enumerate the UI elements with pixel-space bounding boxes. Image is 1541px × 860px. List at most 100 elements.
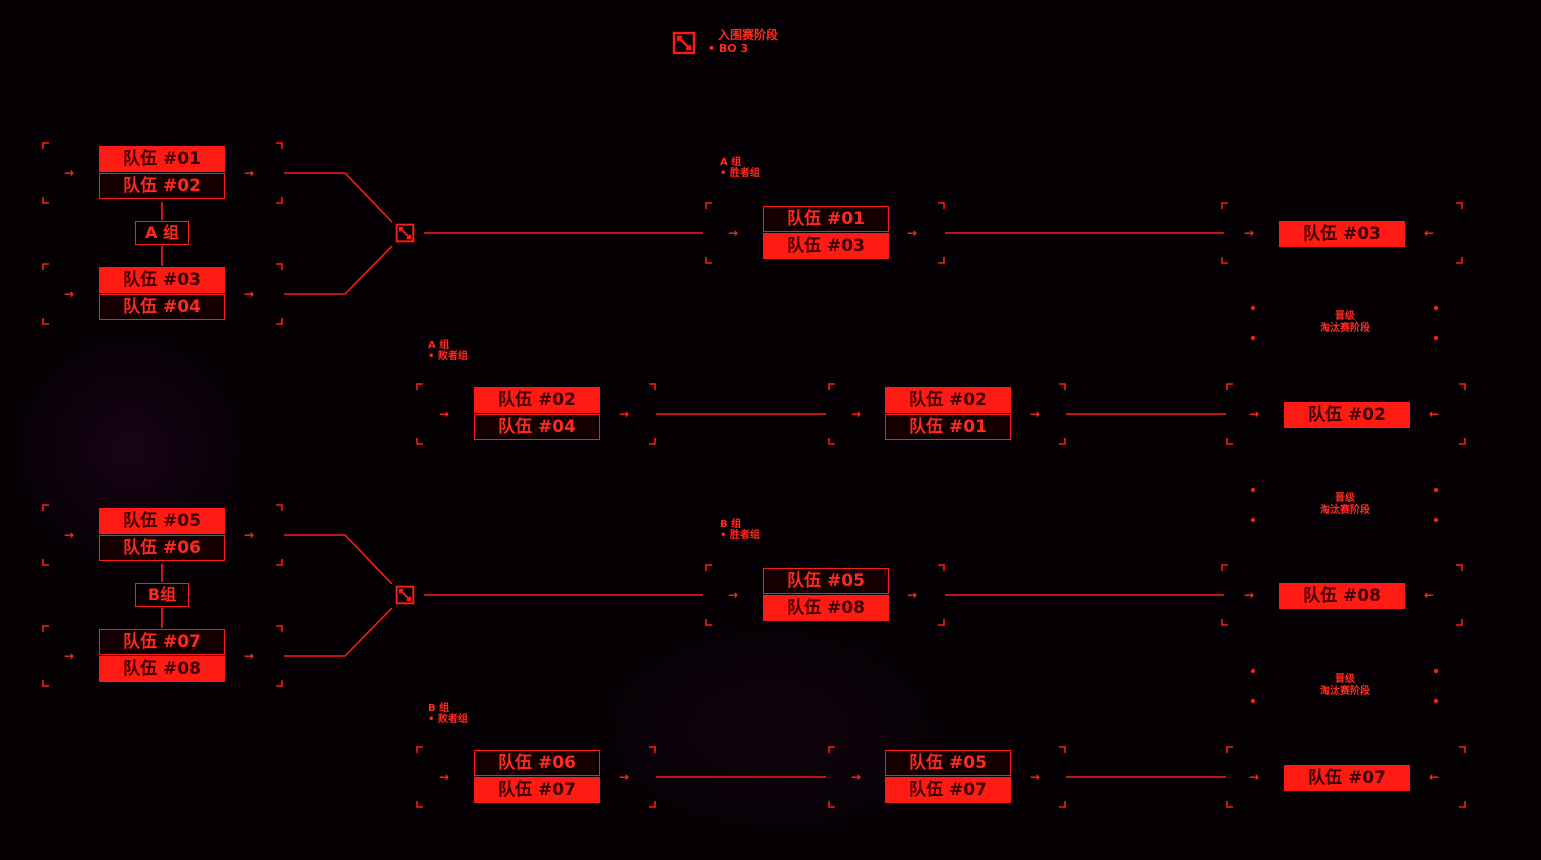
expand-icon: [672, 31, 696, 55]
match-b-winners[interactable]: 队伍 #05 队伍 #08: [763, 568, 889, 624]
arrow-right-icon: →: [851, 407, 862, 421]
decor-dot: [1433, 335, 1439, 341]
team-slot[interactable]: 队伍 #06: [99, 535, 225, 561]
qualified-team-a-first[interactable]: 队伍 #03: [1279, 221, 1405, 247]
arrow-left-icon: ←: [1429, 770, 1440, 784]
team-slot[interactable]: 队伍 #05: [763, 568, 889, 594]
corner-bracket: [828, 383, 1066, 445]
team-slot[interactable]: 队伍 #04: [474, 414, 600, 440]
corner-bracket: [1226, 746, 1466, 808]
decor-dot: [1433, 517, 1439, 523]
team-slot[interactable]: 队伍 #01: [99, 146, 225, 172]
corner-bracket: [705, 564, 945, 626]
arrow-right-icon: →: [64, 287, 75, 301]
match-a-opening-2[interactable]: 队伍 #03 队伍 #04: [99, 267, 225, 323]
team-slot[interactable]: 队伍 #03: [763, 233, 889, 259]
team-slot[interactable]: 队伍 #08: [763, 595, 889, 621]
team-slot[interactable]: 队伍 #05: [885, 750, 1011, 776]
arrow-right-icon: →: [1249, 407, 1260, 421]
decor-dot: [1433, 698, 1439, 704]
corner-bracket: [1226, 383, 1466, 445]
team-slot[interactable]: 队伍 #06: [474, 750, 600, 776]
arrow-right-icon: →: [244, 528, 255, 542]
corner-bracket: [828, 746, 1066, 808]
team-slot[interactable]: 队伍 #07: [474, 777, 600, 803]
match-b-opening-2[interactable]: 队伍 #07 队伍 #08: [99, 629, 225, 685]
arrow-left-icon: ←: [1424, 226, 1435, 240]
match-b-opening-1[interactable]: 队伍 #05 队伍 #06: [99, 508, 225, 564]
qualified-team-b-second[interactable]: 队伍 #07: [1284, 765, 1410, 791]
match-a-decider[interactable]: 队伍 #02 队伍 #01: [885, 387, 1011, 443]
match-format: • BO 3: [708, 42, 749, 55]
corner-bracket: [42, 263, 283, 325]
arrow-right-icon: →: [1249, 770, 1260, 784]
connector-line: [284, 245, 393, 295]
corner-bracket: [42, 142, 283, 204]
arrow-right-icon: →: [907, 588, 918, 602]
arrow-right-icon: →: [728, 588, 739, 602]
team-slot[interactable]: 队伍 #03: [99, 267, 225, 293]
team-slot[interactable]: 队伍 #02: [885, 387, 1011, 413]
group-tag-b: B组: [135, 583, 189, 607]
corner-bracket: [416, 746, 656, 808]
arrow-left-icon: ←: [1429, 407, 1440, 421]
match-a-losers[interactable]: 队伍 #02 队伍 #04: [474, 387, 600, 443]
team-slot[interactable]: 队伍 #04: [99, 294, 225, 320]
arrow-right-icon: →: [907, 226, 918, 240]
decor-dot: [1250, 305, 1256, 311]
team-slot[interactable]: 队伍 #01: [763, 206, 889, 232]
note-advance: 晋级 淘汰赛阶段: [1320, 674, 1370, 697]
decor-dot: [1433, 668, 1439, 674]
arrow-right-icon: →: [244, 649, 255, 663]
qualified-team-b-first[interactable]: 队伍 #08: [1279, 583, 1405, 609]
arrow-right-icon: →: [64, 166, 75, 180]
decor-dot: [1433, 305, 1439, 311]
match-a-winners[interactable]: 队伍 #01 队伍 #03: [763, 206, 889, 262]
qualified-team-a-second[interactable]: 队伍 #02: [1284, 402, 1410, 428]
expand-icon: [395, 223, 415, 243]
team-slot[interactable]: 队伍 #02: [474, 387, 600, 413]
decor-dot: [1250, 517, 1256, 523]
arrow-right-icon: →: [728, 226, 739, 240]
arrow-right-icon: →: [244, 287, 255, 301]
decor-dot: [1433, 487, 1439, 493]
note-b-winners: B 组 • 胜者组: [720, 519, 760, 541]
decor-dot: [1250, 698, 1256, 704]
team-slot[interactable]: 队伍 #01: [885, 414, 1011, 440]
arrow-right-icon: →: [439, 770, 450, 784]
match-b-losers[interactable]: 队伍 #06 队伍 #07: [474, 750, 600, 806]
arrow-right-icon: →: [1030, 407, 1041, 421]
corner-bracket: [416, 383, 656, 445]
arrow-right-icon: →: [1244, 588, 1255, 602]
arrow-right-icon: →: [439, 407, 450, 421]
arrow-right-icon: →: [619, 407, 630, 421]
arrow-right-icon: →: [1030, 770, 1041, 784]
arrow-right-icon: →: [244, 166, 255, 180]
note-a-losers: A 组 • 败者组: [428, 340, 468, 362]
match-a-opening-1[interactable]: 队伍 #01 队伍 #02: [99, 146, 225, 202]
note-a-winners: A 组 • 胜者组: [720, 157, 760, 179]
team-slot[interactable]: 队伍 #05: [99, 508, 225, 534]
arrow-right-icon: →: [851, 770, 862, 784]
match-b-decider[interactable]: 队伍 #05 队伍 #07: [885, 750, 1011, 806]
expand-icon: [395, 585, 415, 605]
team-slot[interactable]: 队伍 #07: [99, 629, 225, 655]
group-tag-a: A 组: [135, 221, 189, 245]
corner-bracket: [705, 202, 945, 264]
corner-bracket: [1221, 202, 1463, 264]
team-slot[interactable]: 队伍 #02: [99, 173, 225, 199]
arrow-right-icon: →: [64, 649, 75, 663]
note-advance: 晋级 淘汰赛阶段: [1320, 493, 1370, 516]
stage-title: 入围赛阶段: [718, 28, 779, 42]
corner-bracket: [42, 625, 283, 687]
connector-line: [284, 172, 393, 223]
connector-line: [284, 607, 393, 657]
note-b-losers: B 组 • 败者组: [428, 703, 468, 725]
arrow-right-icon: →: [619, 770, 630, 784]
arrow-right-icon: →: [1244, 226, 1255, 240]
team-slot[interactable]: 队伍 #08: [99, 656, 225, 682]
corner-bracket: [42, 504, 283, 566]
corner-bracket: [1221, 564, 1463, 626]
arrow-right-icon: →: [64, 528, 75, 542]
team-slot[interactable]: 队伍 #07: [885, 777, 1011, 803]
